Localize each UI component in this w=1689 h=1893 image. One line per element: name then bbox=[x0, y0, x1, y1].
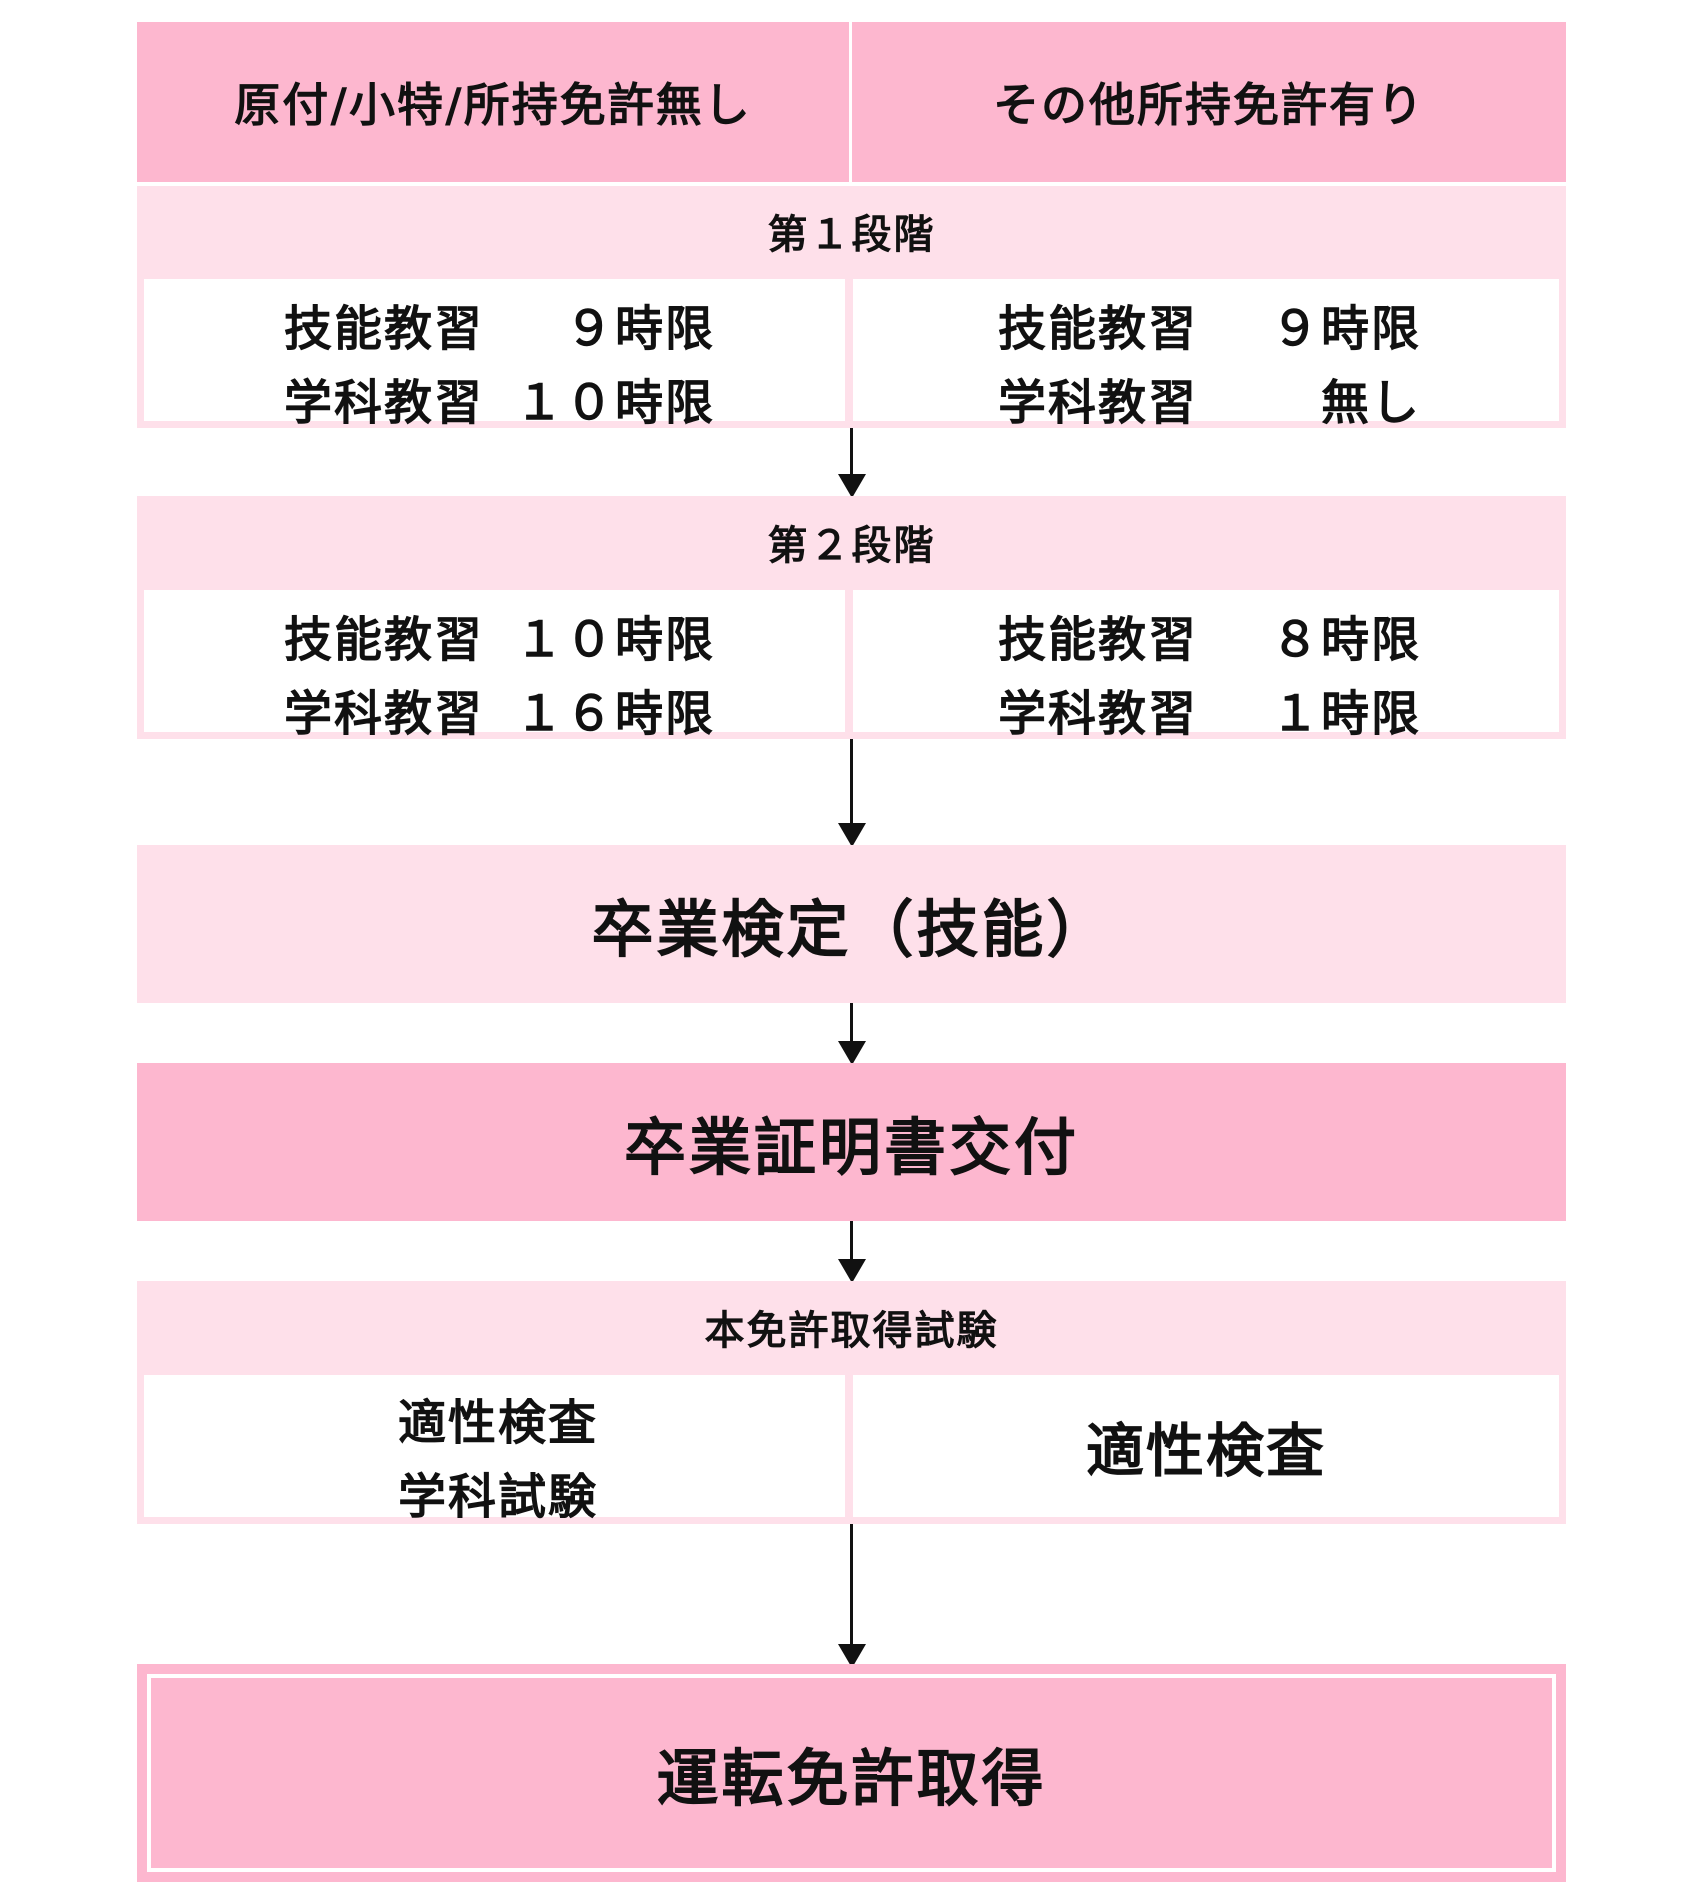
license-exam-title: 本免許取得試験 bbox=[137, 1281, 1566, 1373]
stage2-title-text: 第２段階 bbox=[767, 523, 936, 569]
stage2-left-value-2: １６時限 bbox=[514, 686, 715, 742]
stage1-left-subject-1: 技能教習 bbox=[284, 301, 485, 357]
final-label: 運転免許取得 bbox=[656, 1742, 1047, 1815]
stage2-right-cell: 技能教習 ８時限 学科教習 １時限 bbox=[853, 590, 1559, 742]
stage1-left-value-2: １０時限 bbox=[514, 375, 715, 431]
stage1-right-subject-2: 学科教習 bbox=[998, 375, 1199, 431]
certificate-box: 卒業証明書交付 bbox=[137, 1063, 1566, 1221]
stage2-title: 第２段階 bbox=[137, 496, 1566, 588]
final-inner-frame: 運転免許取得 bbox=[147, 1674, 1556, 1872]
stage2-left-value-1: １０時限 bbox=[514, 612, 715, 668]
stage2-right-subject-1: 技能教習 bbox=[998, 612, 1199, 668]
stage1-title-text: 第１段階 bbox=[767, 212, 936, 258]
certificate-label: 卒業証明書交付 bbox=[623, 1111, 1079, 1184]
arrow-1-line bbox=[850, 428, 853, 476]
arrow-2-line bbox=[850, 739, 853, 825]
stage1-right-value-1: ９時限 bbox=[1270, 301, 1421, 357]
header-left: 原付/小特/所持免許無し bbox=[137, 22, 849, 182]
header-right-label: その他所持免許有り bbox=[993, 78, 1425, 132]
license-exam-left-item-2: 学科試験 bbox=[398, 1469, 599, 1525]
license-exam-right-cell: 適性検査 bbox=[853, 1375, 1559, 1517]
stage2-right-value-2: １時限 bbox=[1270, 686, 1421, 742]
stage2-left-subject-2: 学科教習 bbox=[284, 686, 485, 742]
header-right: その他所持免許有り bbox=[852, 22, 1566, 182]
stage1-right-subject-1: 技能教習 bbox=[998, 301, 1199, 357]
stage2-left-subject-1: 技能教習 bbox=[284, 612, 485, 668]
arrow-3-line bbox=[850, 1003, 853, 1043]
license-exam-left-cell: 適性検査 学科試験 bbox=[144, 1375, 845, 1525]
arrow-1-head bbox=[838, 474, 866, 498]
stage2-right-subject-2: 学科教習 bbox=[998, 686, 1199, 742]
stage1-left-value-1: ９時限 bbox=[564, 301, 715, 357]
header-divider bbox=[849, 22, 852, 182]
stage1-right-cell: 技能教習 ９時限 学科教習 無し bbox=[853, 279, 1559, 431]
stage1-left-subject-2: 学科教習 bbox=[284, 375, 485, 431]
license-exam-left-item-1: 適性検査 bbox=[398, 1395, 599, 1451]
stage2-left-cell: 技能教習 １０時限 学科教習 １６時限 bbox=[144, 590, 845, 742]
arrow-5-line bbox=[850, 1524, 853, 1646]
license-exam-right-item: 適性検査 bbox=[1085, 1417, 1326, 1485]
license-exam-title-text: 本免許取得試験 bbox=[704, 1308, 999, 1354]
arrow-2-head bbox=[838, 823, 866, 847]
arrow-4-head bbox=[838, 1259, 866, 1283]
stage2-right-value-1: ８時限 bbox=[1270, 612, 1421, 668]
graduation-exam-label: 卒業検定（技能） bbox=[591, 893, 1112, 966]
final-box: 運転免許取得 bbox=[137, 1664, 1566, 1882]
stage1-title: 第１段階 bbox=[137, 186, 1566, 276]
arrow-3-head bbox=[838, 1041, 866, 1065]
graduation-exam-box: 卒業検定（技能） bbox=[137, 845, 1566, 1003]
header-left-label: 原付/小特/所持免許無し bbox=[234, 78, 752, 132]
stage1-right-value-2: 無し bbox=[1320, 375, 1421, 431]
arrow-4-line bbox=[850, 1221, 853, 1261]
stage1-left-cell: 技能教習 ９時限 学科教習 １０時限 bbox=[144, 279, 845, 431]
